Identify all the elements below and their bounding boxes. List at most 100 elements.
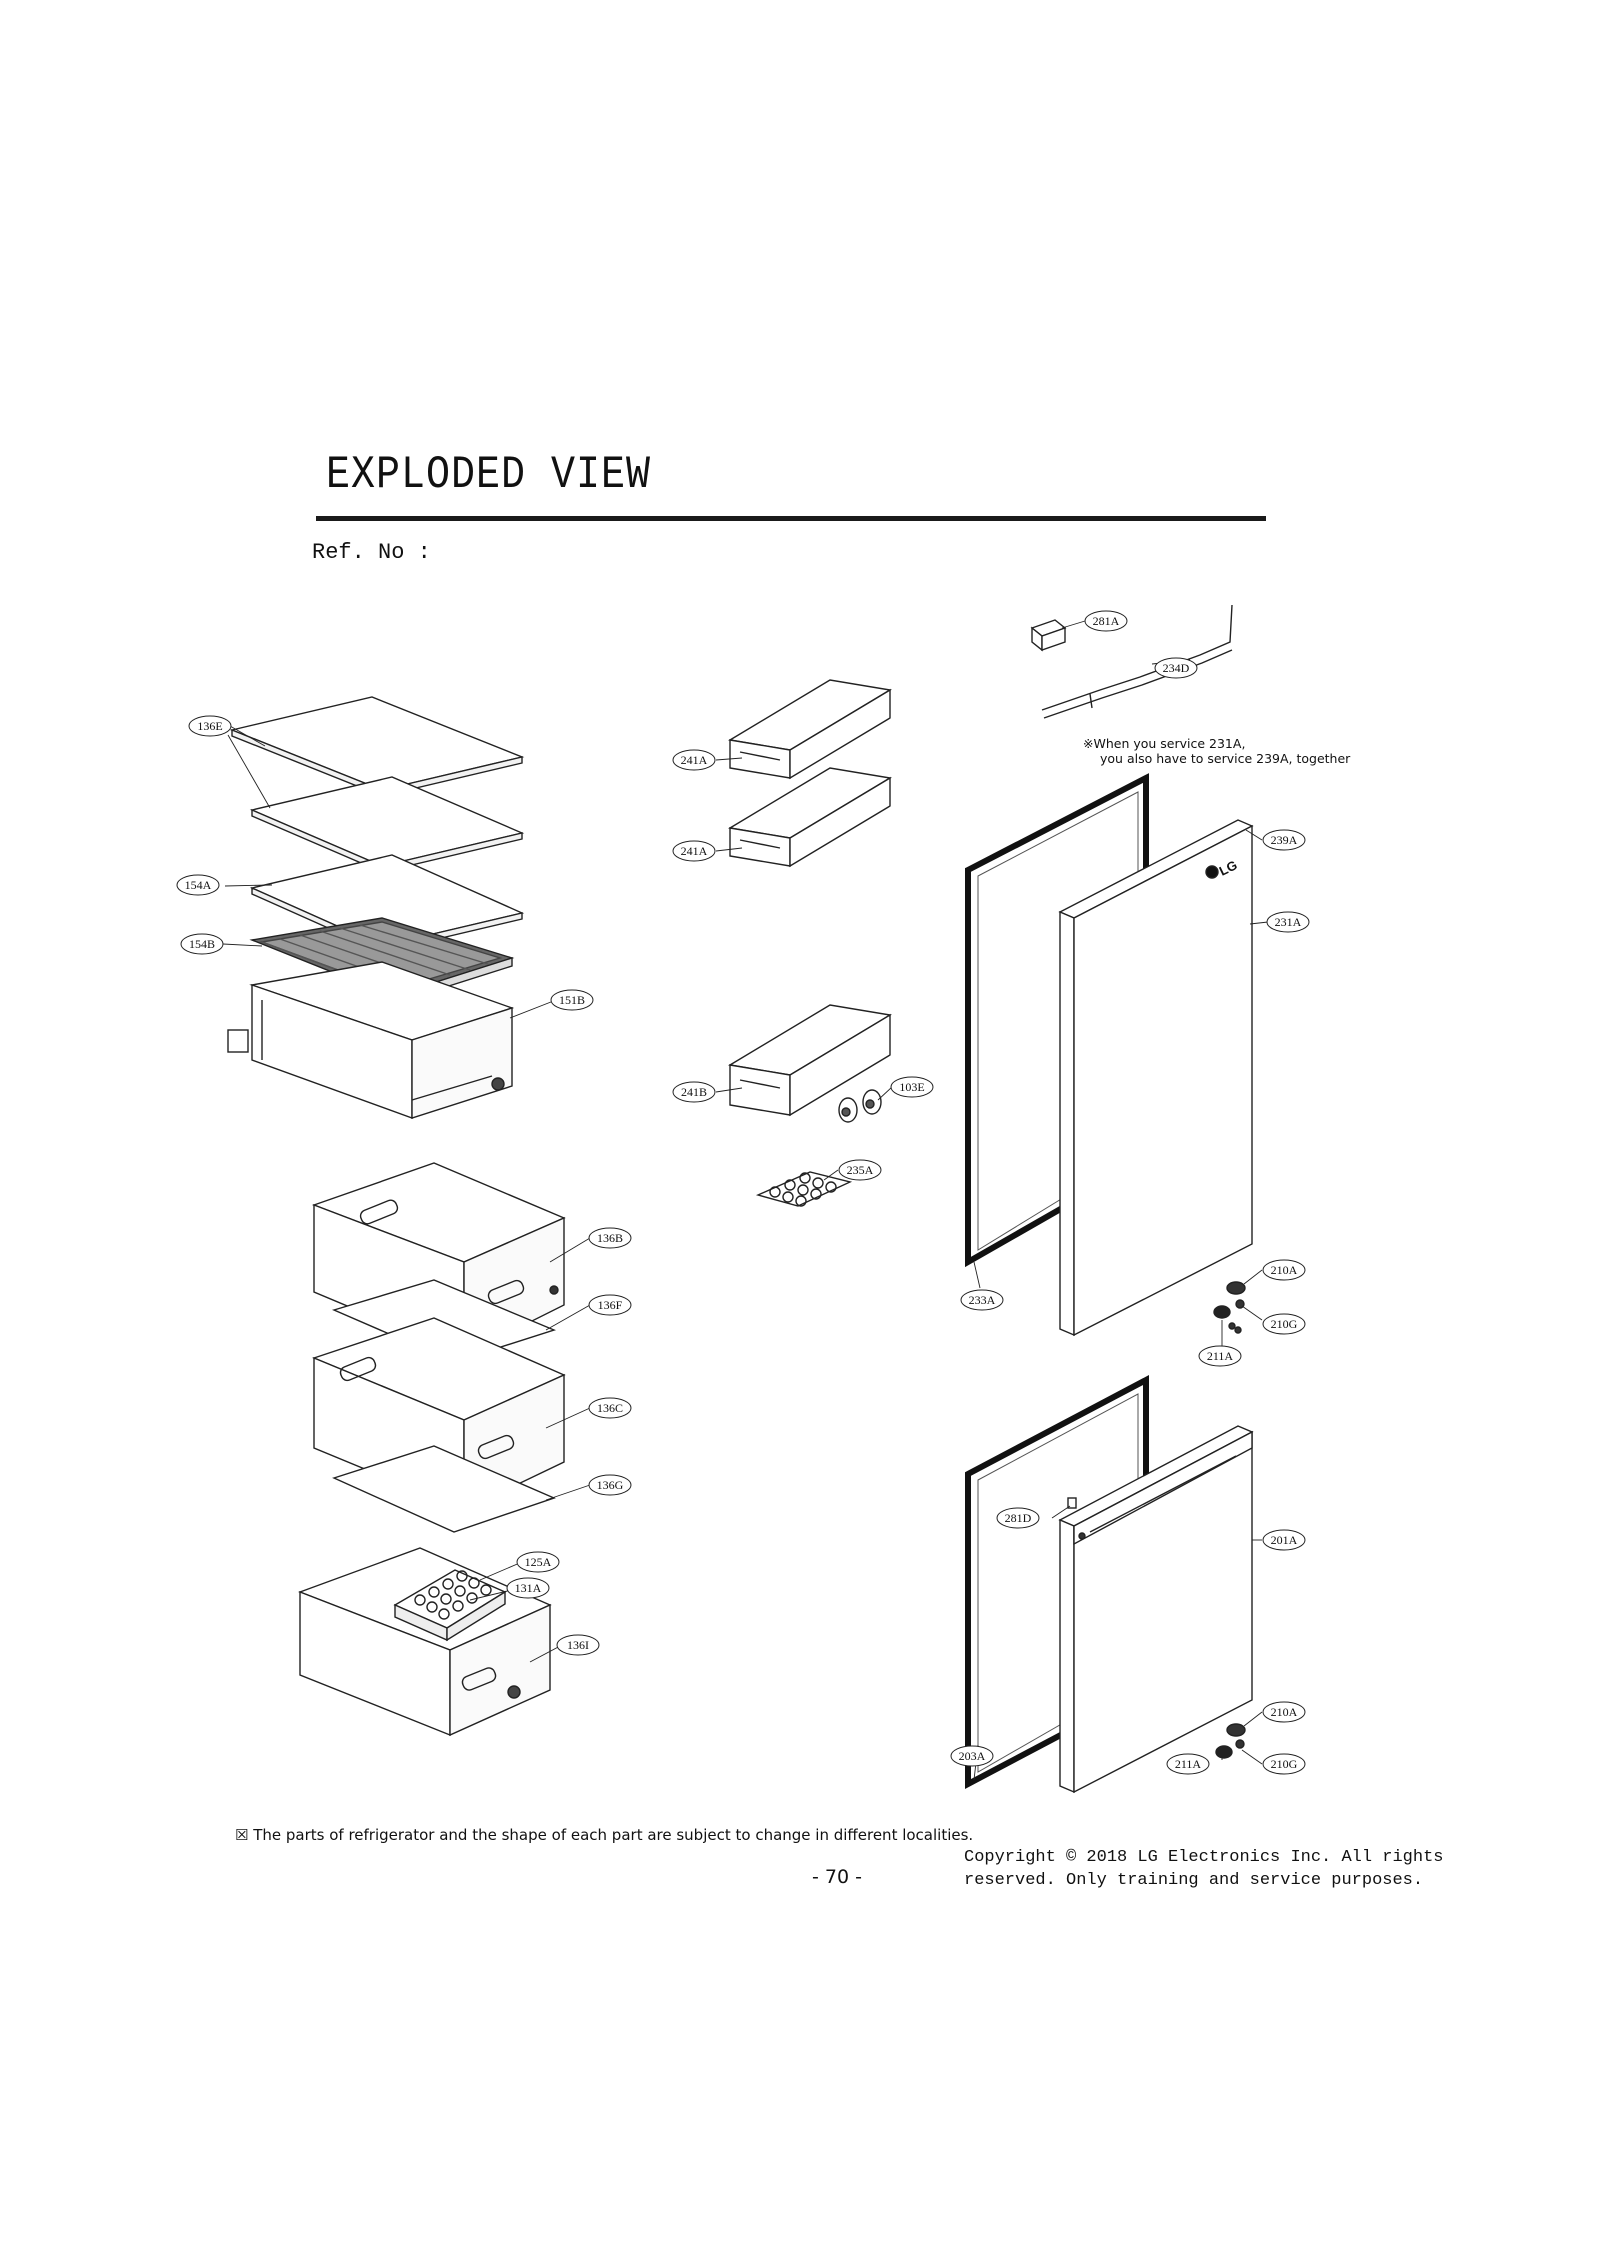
copyright-line2: reserved. Only training and service purp… — [964, 1871, 1424, 1890]
part-label: 239A — [1262, 829, 1306, 851]
door-bin-2 — [728, 767, 892, 868]
part-label: 154A — [176, 874, 220, 896]
part-label-text: 154A — [185, 878, 212, 892]
part-label-oval — [1166, 1753, 1210, 1775]
part-label-oval — [1198, 1345, 1242, 1367]
door-bin-1 — [728, 679, 892, 780]
service-note-line2: you also have to service 239A, together — [1100, 751, 1351, 766]
part-label-oval — [1154, 657, 1198, 679]
part-label: 241A — [672, 840, 716, 862]
part-label-oval — [672, 840, 716, 862]
glass-shelf-2 — [249, 776, 525, 874]
part-label: 136C — [588, 1397, 632, 1419]
part-label-oval — [1262, 829, 1306, 851]
part-label-set: 136E154A154B151B136B136F136C136G125A131A… — [176, 610, 1310, 1775]
part-label-oval — [556, 1634, 600, 1656]
part-label: 211A — [1166, 1753, 1210, 1775]
hinge-lower-upper-door — [1213, 1281, 1246, 1334]
part-label-text: 233A — [969, 1293, 996, 1307]
part-label-text: 210G — [1271, 1757, 1298, 1771]
part-label: 234D — [1154, 657, 1198, 679]
part-label: 103E — [890, 1076, 934, 1098]
part-label-text: 136C — [597, 1401, 623, 1415]
part-label-text: 136I — [567, 1638, 589, 1652]
can-holder — [838, 1089, 882, 1123]
crisper-cover-grid — [249, 917, 515, 1005]
part-label-text: 210A — [1271, 1263, 1298, 1277]
part-label-text: 211A — [1207, 1349, 1234, 1363]
part-label-text: 231A — [1275, 915, 1302, 929]
service-note: ※When you service 231A, you also have to… — [1083, 736, 1350, 766]
part-label-oval — [506, 1577, 550, 1599]
vegetable-crisper-drawer — [227, 961, 515, 1119]
part-label-text: 281D — [1005, 1511, 1032, 1525]
hinge-cover-top — [1030, 619, 1067, 652]
part-label: 154B — [180, 933, 224, 955]
part-label-oval — [550, 989, 594, 1011]
part-label-oval — [588, 1474, 632, 1496]
part-label: 241A — [672, 749, 716, 771]
part-label-text: 203A — [959, 1749, 986, 1763]
part-label: 136F — [588, 1294, 632, 1316]
part-label: 211A — [1198, 1345, 1242, 1367]
part-label: 131A — [506, 1577, 550, 1599]
part-label: 210G — [1262, 1313, 1306, 1335]
part-label-oval — [1262, 1529, 1306, 1551]
part-label-text: 136F — [598, 1298, 623, 1312]
part-label: 281A — [1084, 610, 1128, 632]
part-label-oval — [960, 1289, 1004, 1311]
part-label-oval — [176, 874, 220, 896]
part-label: 281D — [996, 1507, 1040, 1529]
part-label: 241B — [672, 1081, 716, 1103]
part-label-oval — [1084, 610, 1128, 632]
disclaimer-note: ☒ The parts of refrigerator and the shap… — [235, 1826, 974, 1844]
freezer-drawer-bottom — [298, 1547, 552, 1737]
lg-logo: LG — [1217, 857, 1240, 878]
egg-tray — [755, 1171, 853, 1207]
part-label: 136I — [556, 1634, 600, 1656]
part-label-text: 201A — [1271, 1533, 1298, 1547]
title-divider — [316, 516, 1266, 521]
hinge-lower-door — [1215, 1723, 1246, 1759]
part-label-text: 241B — [681, 1085, 707, 1099]
upper-door — [1058, 819, 1254, 1337]
part-label: 231A — [1266, 911, 1310, 933]
part-label-oval — [516, 1551, 560, 1573]
part-label-oval — [1262, 1753, 1306, 1775]
ice-tray — [393, 1569, 507, 1642]
part-label: 210G — [1262, 1753, 1306, 1775]
part-label-text: 136E — [197, 719, 222, 733]
part-label-text: 210G — [1271, 1317, 1298, 1331]
part-label: 235A — [838, 1159, 882, 1181]
part-label-oval — [672, 749, 716, 771]
part-label: 136B — [588, 1227, 632, 1249]
part-label-oval — [996, 1507, 1040, 1529]
part-label-oval — [188, 715, 232, 737]
part-label: 233A — [960, 1289, 1004, 1311]
part-label: 136E — [188, 715, 232, 737]
part-label-text: 211A — [1175, 1757, 1202, 1771]
part-label-text: 151B — [559, 993, 585, 1007]
part-label-text: 136B — [597, 1231, 623, 1245]
part-label-text: 281A — [1093, 614, 1120, 628]
service-note-line1: ※When you service 231A, — [1083, 736, 1246, 751]
part-label-oval — [1262, 1701, 1306, 1723]
part-label-oval — [1262, 1313, 1306, 1335]
part-label-text: 131A — [515, 1581, 542, 1595]
part-label-text: 154B — [189, 937, 215, 951]
glass-shelf-1 — [229, 696, 525, 798]
part-label-oval — [588, 1294, 632, 1316]
part-label-oval — [950, 1745, 994, 1767]
ref-no-label: Ref. No : — [312, 540, 431, 565]
part-label-oval — [838, 1159, 882, 1181]
copyright-notice: Copyright © 2018 LG Electronics Inc. All… — [964, 1846, 1443, 1892]
door-bin-3 — [728, 1004, 892, 1117]
part-label: 136G — [588, 1474, 632, 1496]
drawer-cover-sheet-2 — [332, 1445, 556, 1533]
part-label-text: 241A — [681, 844, 708, 858]
page-number: - 70 - — [812, 1866, 862, 1888]
part-label-text: 239A — [1271, 833, 1298, 847]
part-label: 210A — [1262, 1259, 1306, 1281]
part-label-text: 235A — [847, 1163, 874, 1177]
part-label-text: 103E — [899, 1080, 924, 1094]
